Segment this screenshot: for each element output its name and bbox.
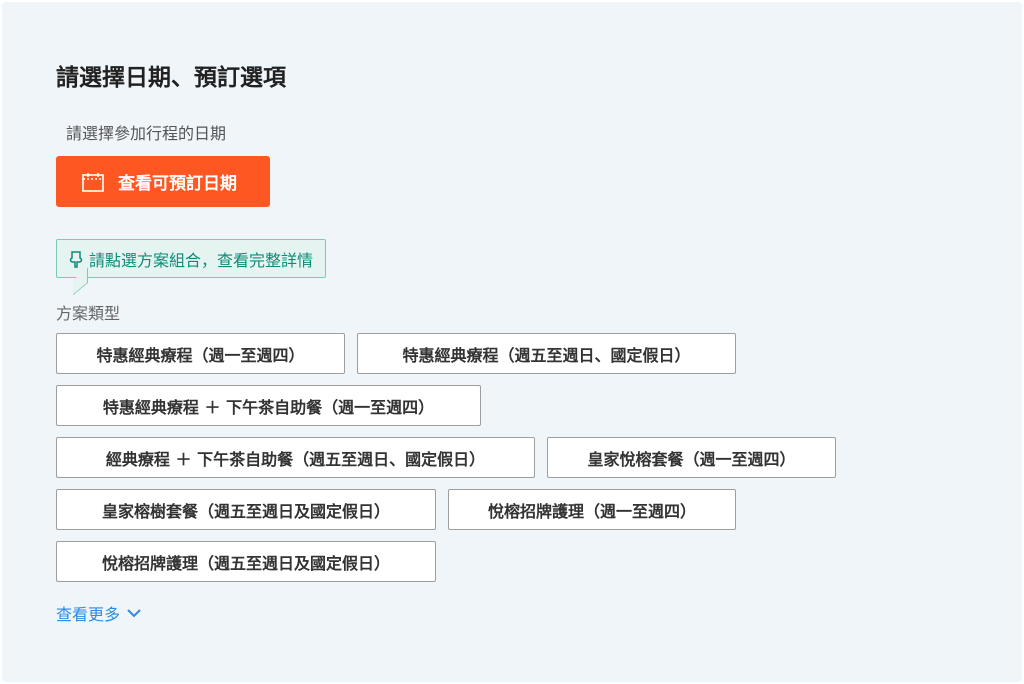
package-option[interactable]: 特惠經典療程（週一至週四）: [56, 333, 345, 374]
select-package-tooltip: 請點選方案組合，查看完整詳情: [56, 239, 327, 278]
package-option[interactable]: 特惠經典療程 ＋ 下午茶自助餐（週一至週四）: [56, 385, 481, 426]
package-option[interactable]: 皇家悅榕套餐（週一至週四）: [547, 437, 836, 478]
calendar-icon: [82, 172, 104, 192]
date-prompt: 請選擇參加行程的日期: [66, 124, 227, 143]
chevron-down-icon: [127, 609, 141, 618]
package-options: 特惠經典療程（週一至週四） 特惠經典療程（週五至週日、國定假日） 特惠經典療程 …: [56, 333, 856, 582]
section-title: 請選擇日期、預訂選項: [56, 65, 286, 91]
see-more-link[interactable]: 查看更多: [56, 601, 142, 625]
see-more-label: 查看更多: [56, 605, 121, 624]
package-option[interactable]: 經典療程 ＋ 下午茶自助餐（週五至週日、國定假日）: [56, 437, 535, 478]
package-option[interactable]: 皇家榕樹套餐（週五至週日及國定假日）: [56, 489, 436, 530]
tooltip-text: 請點選方案組合，查看完整詳情: [89, 250, 314, 270]
pointer-hand-icon: [69, 250, 83, 268]
package-type-label: 方案類型: [56, 304, 121, 323]
view-available-dates-label: 查看可預訂日期: [118, 174, 237, 194]
view-available-dates-button[interactable]: 查看可預訂日期: [56, 156, 270, 207]
package-option[interactable]: 特惠經典療程（週五至週日、國定假日）: [357, 333, 736, 374]
package-option[interactable]: 悅榕招牌護理（週五至週日及國定假日）: [56, 541, 436, 582]
package-option[interactable]: 悅榕招牌護理（週一至週四）: [448, 489, 736, 530]
